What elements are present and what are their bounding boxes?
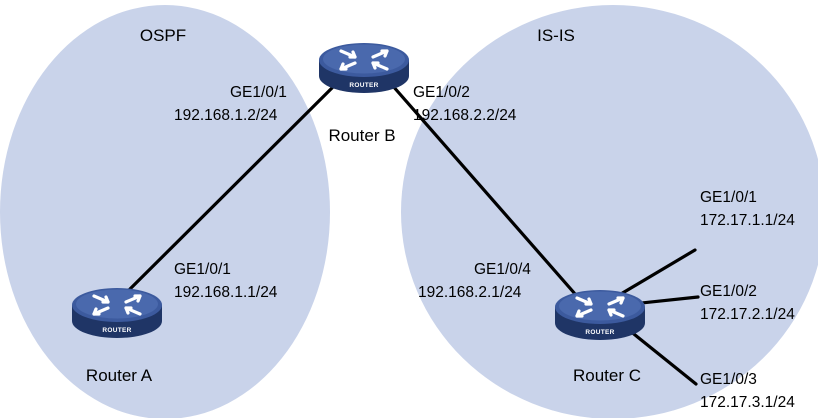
- router-a-name: Router A: [86, 366, 153, 385]
- router-a[interactable]: ROUTER: [70, 286, 164, 340]
- router-c-icon-text: ROUTER: [585, 329, 614, 336]
- router-c-ge104-ip: 192.168.2.1/24: [418, 284, 522, 301]
- router-c-ge104-name: GE1/0/4: [474, 261, 531, 278]
- router-a-ge101-name: GE1/0/1: [174, 261, 231, 278]
- router-c-ge102-name: GE1/0/2: [700, 283, 757, 300]
- router-b-ge102-name: GE1/0/2: [413, 84, 470, 101]
- router-b-icon-text: ROUTER: [349, 82, 378, 89]
- router-b-ge102-ip: 192.168.2.2/24: [413, 107, 517, 124]
- link-router-a-router-b: [113, 75, 345, 306]
- router-c-name: Router C: [573, 366, 641, 385]
- router-a-icon-text: ROUTER: [102, 327, 131, 334]
- link-router-b-router-c: [383, 75, 592, 313]
- router-c-ge103-name: GE1/0/3: [700, 371, 757, 388]
- router-b-ge101-name: GE1/0/1: [230, 84, 287, 101]
- router-b[interactable]: ROUTER: [317, 41, 411, 95]
- router-c[interactable]: ROUTER: [553, 288, 647, 342]
- router-c-ge101-name: GE1/0/1: [700, 189, 757, 206]
- router-c-ge103-ip: 172.17.3.1/24: [700, 394, 795, 411]
- router-c-ge101-ip: 172.17.1.1/24: [700, 212, 795, 229]
- isis-area-label: IS-IS: [537, 26, 575, 45]
- router-b-ge101-ip: 192.168.1.2/24: [174, 107, 278, 124]
- ospf-area: [0, 5, 330, 418]
- isis-area: [401, 5, 818, 418]
- router-a-ge101-ip: 192.168.1.1/24: [174, 284, 278, 301]
- router-b-name: Router B: [328, 126, 395, 145]
- ospf-area-label: OSPF: [140, 26, 186, 45]
- router-c-ge102-ip: 172.17.2.1/24: [700, 306, 795, 323]
